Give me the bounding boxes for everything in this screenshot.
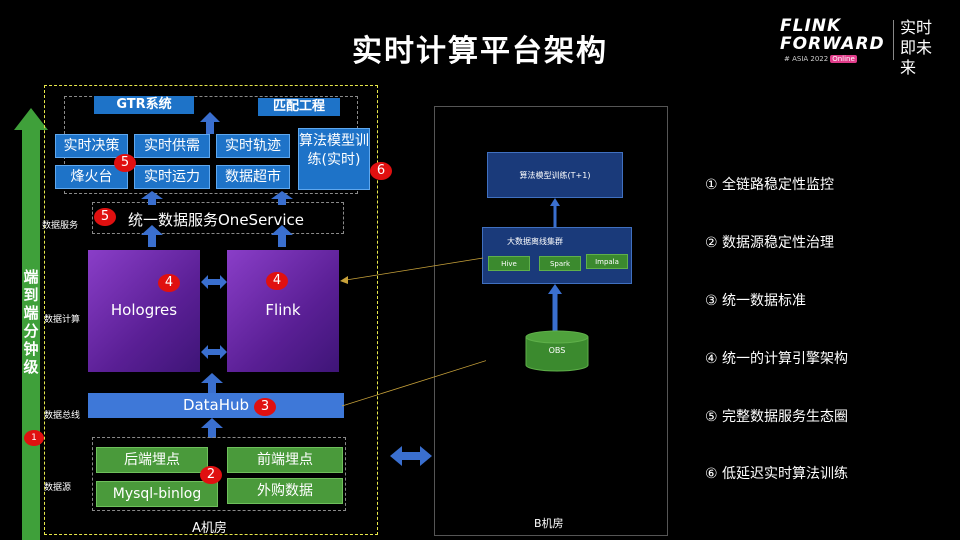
arrow-up-icon [548, 284, 562, 332]
layer-label-source: 数据源 [44, 483, 72, 493]
end-to-end-label: 端到端分钟级 [23, 268, 39, 376]
app-item: 实时决策 [55, 134, 128, 158]
algo-model-batch: 算法模型训练(T+1) [487, 152, 623, 198]
matching-engineering: 匹配工程 [258, 98, 340, 116]
flink-engine: Flink [227, 250, 339, 372]
bidirectional-arrow-icon [201, 345, 227, 359]
badge-2: 2 [200, 466, 222, 484]
engine-hive: Hive [488, 256, 530, 271]
obs-storage-icon [525, 330, 589, 372]
source-item: Mysql-binlog [96, 481, 218, 507]
badge-6: 6 [370, 162, 392, 180]
site-sync-arrow-icon [390, 446, 432, 466]
badge-4-hologres: 4 [158, 274, 180, 292]
site-b-label: B机房 [534, 517, 564, 530]
oneservice-box [92, 202, 344, 234]
point-item: ② 数据源稳定性治理 [705, 235, 835, 251]
badge-4-flink: 4 [266, 272, 288, 290]
point-item: ④ 统一的计算引擎架构 [705, 351, 849, 367]
engine-impala: Impala [586, 254, 628, 269]
layer-label-compute: 数据计算 [44, 315, 81, 325]
arrow-up-icon [201, 418, 223, 438]
engine-spark: Spark [539, 256, 581, 271]
app-item: 实时轨迹 [216, 134, 290, 158]
source-item: 前端埋点 [227, 447, 343, 473]
arrow-up-icon [201, 373, 223, 393]
source-item: 后端埋点 [96, 447, 208, 473]
arrow-up-icon [271, 191, 293, 205]
algo-model-realtime: 算法模型训练(实时) [298, 128, 370, 190]
page-title: 实时计算平台架构 [352, 34, 608, 69]
point-item: ③ 统一数据标准 [705, 293, 807, 309]
source-box [92, 437, 346, 511]
offline-cluster-label: 大数据离线集群 [507, 237, 563, 246]
layer-label-bus: 数据总线 [44, 411, 81, 421]
arrow-up-icon [200, 112, 220, 134]
badge-5-service: 5 [94, 208, 116, 226]
layer-label-service: 数据服务 [42, 221, 79, 231]
badge-1: 1 [24, 430, 44, 446]
bidirectional-arrow-icon [201, 275, 227, 289]
arrow-up-icon [141, 225, 163, 247]
app-item: 实时运力 [134, 165, 210, 189]
datahub-bus: DataHub [88, 393, 344, 418]
gtr-system: GTR系统 [94, 96, 194, 114]
app-item: 实时供需 [134, 134, 210, 158]
hologres-engine: Hologres [88, 250, 200, 372]
site-b-container [434, 106, 668, 536]
arrow-up-icon [550, 198, 560, 228]
oneservice-label: 统一数据服务OneService [128, 211, 304, 229]
arrow-up-icon [271, 225, 293, 247]
arrow-up-icon [141, 191, 163, 205]
site-a-container [44, 85, 378, 535]
point-item: ⑤ 完整数据服务生态圈 [705, 409, 849, 425]
badge-3: 3 [254, 398, 276, 416]
obs-label: OBS [548, 346, 566, 355]
app-item: 烽火台 [55, 165, 128, 189]
source-item: 外购数据 [227, 478, 343, 504]
badge-5-apps: 5 [114, 154, 136, 172]
cross-site-connector [340, 257, 486, 407]
point-item: ① 全链路稳定性监控 [705, 177, 835, 193]
point-item: ⑥ 低延迟实时算法训练 [705, 466, 849, 482]
app-item: 数据超市 [216, 165, 290, 189]
site-a-label: A机房 [192, 521, 227, 536]
